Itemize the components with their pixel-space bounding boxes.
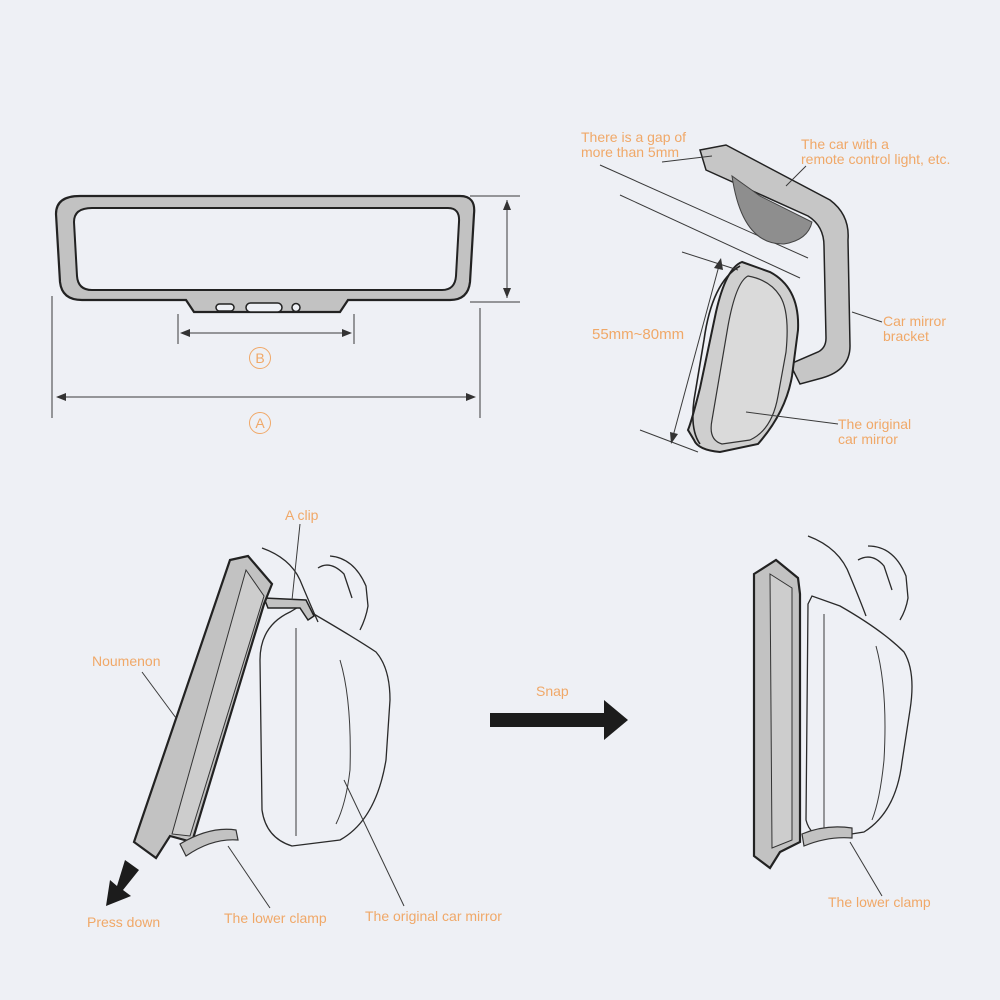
arrow-down-left-icon	[106, 860, 139, 906]
press-down-label: Press down	[87, 914, 161, 930]
gap-label: There is a gap of more than 5mm	[581, 129, 687, 160]
lower-clamp-right-label: The lower clamp	[828, 894, 931, 910]
remote-light-label: The car with a remote control light, etc…	[801, 136, 951, 167]
mirror-front-view	[54, 194, 476, 314]
noumenon-label: Noumenon	[92, 653, 161, 669]
original-mirror-top-label: The original car mirror	[838, 416, 912, 447]
install-before-snap	[132, 547, 391, 860]
mirror-side-view	[599, 144, 851, 454]
button-left-icon	[215, 303, 235, 312]
snap-label: Snap	[536, 683, 569, 699]
bottom-left-leaders	[141, 523, 405, 909]
top-right-leaders	[661, 155, 883, 425]
button-center-icon	[245, 302, 283, 313]
bottom-right-leader	[849, 841, 883, 897]
original-mirror-bottom-label: The original car mirror	[365, 908, 502, 924]
dimension-lines	[51, 195, 520, 418]
arrow-right-icon	[490, 700, 628, 740]
dimension-a-marker: A	[249, 412, 271, 434]
height-range-label: 55mm~80mm	[592, 326, 685, 343]
clip-label: A clip	[285, 507, 319, 523]
dimension-b-marker: B	[249, 347, 271, 369]
bracket-label: Car mirror bracket	[883, 313, 946, 344]
button-right-icon	[291, 302, 301, 313]
install-after-snap	[752, 535, 913, 870]
lower-clamp-left-label: The lower clamp	[224, 910, 327, 926]
